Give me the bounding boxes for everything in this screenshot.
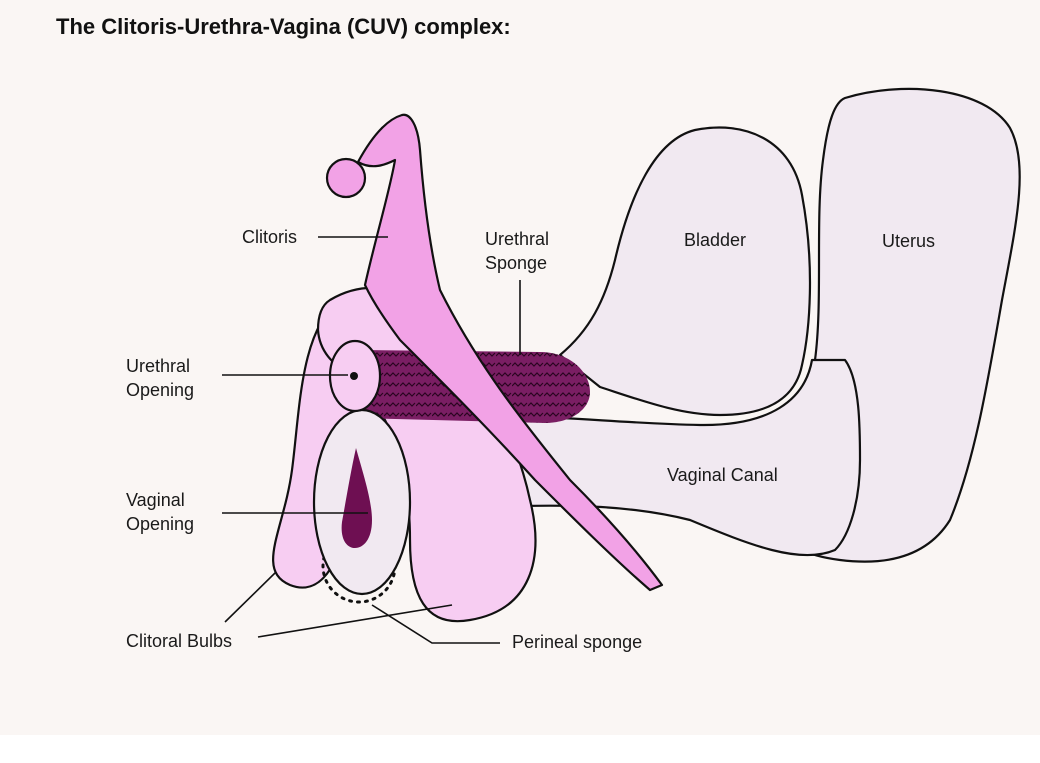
label-clitoris: Clitoris: [242, 227, 297, 247]
diagram-title: The Clitoris-Urethra-Vagina (CUV) comple…: [56, 14, 511, 39]
label-urethral-opening-line2: Opening: [126, 380, 194, 400]
label-vaginal-opening-line2: Opening: [126, 514, 194, 534]
label-urethral-sponge-line2: Sponge: [485, 253, 547, 273]
vaginal-canal-shape: [438, 358, 862, 557]
urethral-meatus-dot: [350, 372, 358, 380]
diagram-canvas: The Clitoris-Urethra-Vagina (CUV) comple…: [0, 0, 1040, 735]
clitoral-glans: [325, 157, 367, 199]
leader-clitoral-bulbs-2: [257, 604, 453, 638]
cuv-diagram: Clitoris Urethral Sponge Bladder Uterus …: [126, 87, 1021, 652]
label-urethral-opening-line1: Urethral: [126, 356, 190, 376]
label-vaginal-opening-line1: Vaginal: [126, 490, 185, 510]
clitoris-body: [356, 113, 664, 592]
leader-clitoral-bulbs: [224, 571, 277, 623]
label-vaginal-canal: Vaginal Canal: [667, 465, 778, 485]
vaginal-opening-shape: [341, 448, 372, 548]
label-bladder: Bladder: [684, 230, 746, 250]
label-clitoral-bulbs: Clitoral Bulbs: [126, 631, 232, 651]
leader-perineal-sponge: [371, 604, 500, 644]
label-uterus: Uterus: [882, 231, 935, 251]
label-urethral-sponge-line1: Urethral: [485, 229, 549, 249]
label-perineal-sponge: Perineal sponge: [512, 632, 642, 652]
bladder-shape: [558, 126, 812, 417]
bottom-strip: [0, 735, 1040, 763]
